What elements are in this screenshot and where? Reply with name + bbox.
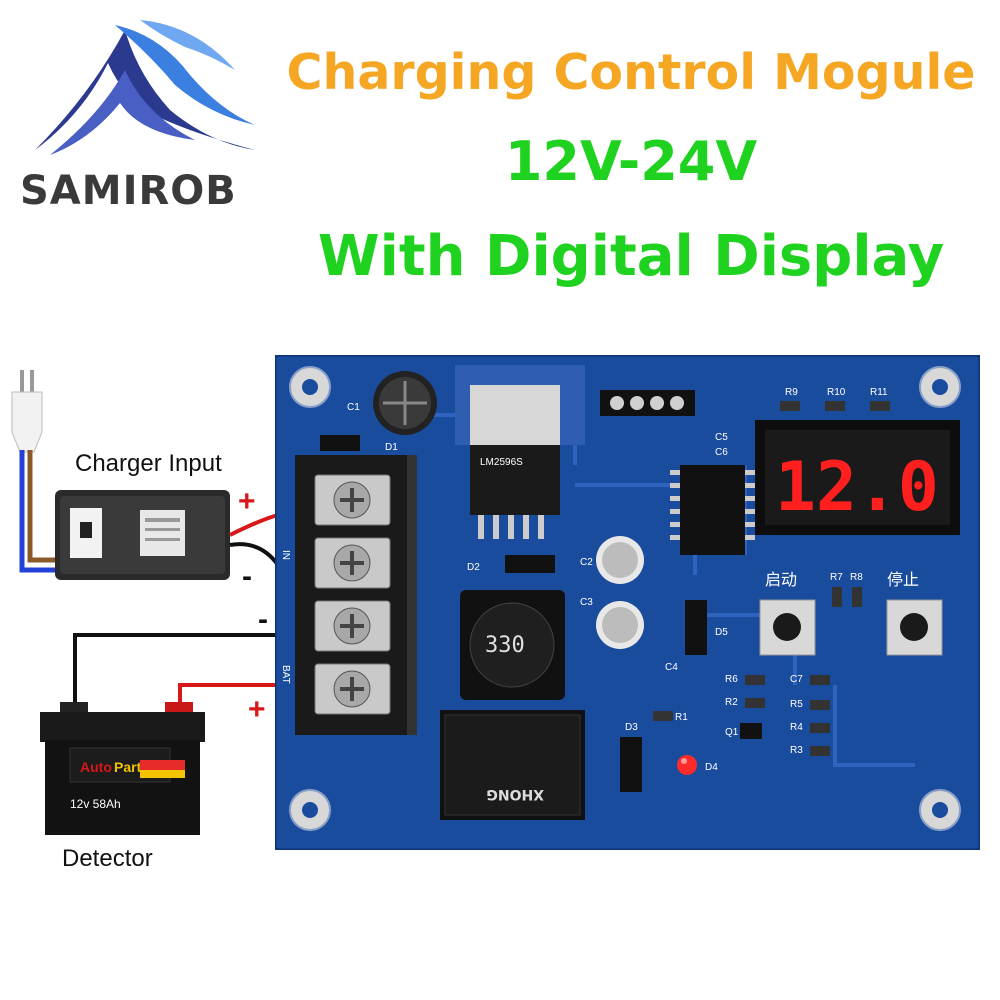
plug-icon bbox=[11, 370, 43, 453]
svg-text:LM2596S: LM2596S bbox=[480, 457, 523, 468]
svg-text:C1: C1 bbox=[347, 402, 360, 413]
svg-text:D4: D4 bbox=[705, 762, 718, 773]
terminal-block-icon: IN BAT bbox=[280, 455, 417, 735]
relay-marking: XHONG bbox=[486, 786, 544, 802]
battery-icon: Auto Part 12v 58Ah bbox=[40, 702, 205, 835]
svg-text:BAT: BAT bbox=[280, 665, 291, 684]
svg-text:R5: R5 bbox=[790, 699, 803, 710]
svg-text:R9: R9 bbox=[785, 387, 798, 398]
inductor-marking: 330 bbox=[485, 633, 525, 658]
display-readout: 12.0 bbox=[775, 448, 939, 527]
svg-text:Part: Part bbox=[114, 759, 142, 775]
controller-chip-icon bbox=[670, 465, 755, 555]
start-button-label: 启动 bbox=[765, 570, 797, 589]
samirob-logo-icon bbox=[35, 20, 255, 155]
svg-text:C6: C6 bbox=[715, 447, 728, 458]
inductor-icon bbox=[460, 590, 565, 700]
charger-icon bbox=[55, 490, 230, 580]
svg-text:D5: D5 bbox=[715, 627, 728, 638]
charger-input-label: Charger Input bbox=[75, 450, 222, 477]
svg-text:D2: D2 bbox=[467, 562, 480, 573]
stop-button[interactable] bbox=[886, 599, 943, 656]
capacitor-c1-icon bbox=[373, 371, 437, 435]
svg-text:C3: C3 bbox=[580, 597, 593, 608]
capacitor-c2-icon bbox=[596, 536, 644, 584]
svg-text:R11: R11 bbox=[870, 387, 888, 398]
svg-text:C7: C7 bbox=[790, 674, 803, 685]
svg-text:C4: C4 bbox=[665, 662, 678, 673]
detector-label: Detector bbox=[62, 845, 153, 872]
headline-feature: With Digital Display bbox=[317, 224, 945, 289]
svg-text:R4: R4 bbox=[790, 722, 803, 733]
digital-display-icon bbox=[755, 420, 960, 535]
headline-title: Charging Control Mogule bbox=[286, 44, 976, 101]
battery-plus-sign: + bbox=[248, 693, 266, 726]
capacitor-c3-icon bbox=[596, 601, 644, 649]
headline-voltage: 12V-24V bbox=[504, 130, 758, 193]
led-d4-icon bbox=[677, 755, 697, 775]
relay-icon bbox=[440, 710, 585, 820]
svg-text:R8: R8 bbox=[850, 572, 863, 583]
svg-text:R3: R3 bbox=[790, 745, 803, 756]
wiring-diagram: Auto Part 12v 58Ah bbox=[11, 370, 330, 835]
svg-text:R7: R7 bbox=[830, 572, 843, 583]
charger-minus-sign: - bbox=[242, 560, 252, 593]
svg-text:R6: R6 bbox=[725, 674, 738, 685]
charger-plus-sign: + bbox=[238, 485, 256, 518]
svg-text:Q1: Q1 bbox=[725, 727, 739, 738]
svg-text:C5: C5 bbox=[715, 432, 728, 443]
svg-text:IN: IN bbox=[280, 550, 291, 560]
svg-text:Auto: Auto bbox=[80, 759, 112, 775]
svg-text:R10: R10 bbox=[827, 387, 846, 398]
svg-text:D1: D1 bbox=[385, 442, 398, 453]
stop-button-label: 停止 bbox=[887, 570, 919, 589]
regulator-ic-icon: LM2596S bbox=[455, 365, 585, 539]
svg-text:R1: R1 bbox=[675, 712, 688, 723]
svg-text:D3: D3 bbox=[625, 722, 638, 733]
start-button[interactable] bbox=[759, 599, 816, 656]
svg-text:12v 58Ah: 12v 58Ah bbox=[70, 797, 121, 811]
svg-text:C2: C2 bbox=[580, 557, 593, 568]
brand-name: SAMIROB bbox=[20, 168, 237, 214]
battery-minus-sign: - bbox=[258, 603, 268, 636]
svg-text:R2: R2 bbox=[725, 697, 738, 708]
